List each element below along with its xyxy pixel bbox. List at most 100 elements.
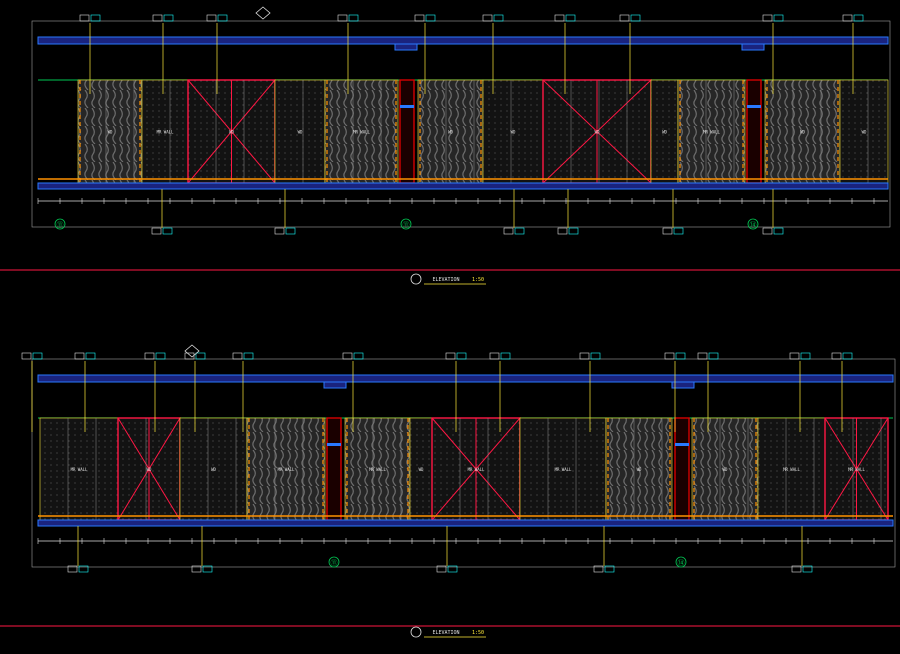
panel-label: WD bbox=[662, 130, 667, 135]
view-title: ELEVATION bbox=[432, 630, 459, 636]
tag-box bbox=[163, 14, 174, 22]
grid-bubble-label: ⑪ bbox=[57, 221, 64, 229]
tag-box bbox=[664, 352, 675, 360]
tag-box bbox=[590, 352, 601, 360]
panel-label: MR WALL bbox=[71, 467, 88, 472]
tag-box bbox=[162, 227, 173, 235]
tag-box bbox=[773, 227, 784, 235]
tag-box bbox=[673, 227, 684, 235]
panel-label: WD bbox=[511, 130, 516, 135]
tag-box bbox=[232, 352, 243, 360]
panel-label: MR WALL bbox=[353, 130, 370, 135]
wall-panel bbox=[605, 417, 673, 521]
tag-box bbox=[762, 227, 773, 235]
tag-box bbox=[482, 14, 493, 22]
tag-box bbox=[593, 565, 604, 573]
panel-label: MR WALL bbox=[783, 467, 800, 472]
ceiling-slab bbox=[37, 36, 889, 45]
panel-label: MR WALL bbox=[848, 467, 865, 472]
tag-box bbox=[155, 352, 166, 360]
tag-box bbox=[74, 352, 85, 360]
tag-box bbox=[85, 352, 96, 360]
tag-box bbox=[445, 352, 456, 360]
tag-box bbox=[579, 352, 590, 360]
tag-box bbox=[79, 14, 90, 22]
tag-box bbox=[853, 14, 864, 22]
beam-drop bbox=[741, 43, 765, 51]
tag-box bbox=[697, 352, 708, 360]
wall-panel bbox=[344, 417, 411, 521]
tag-box bbox=[630, 14, 641, 22]
tag-box bbox=[789, 352, 800, 360]
wall-panel bbox=[691, 417, 759, 521]
ceiling-slab bbox=[37, 374, 894, 383]
tag-box bbox=[493, 14, 504, 22]
tag-box bbox=[191, 565, 202, 573]
panel-label: WD bbox=[108, 130, 113, 135]
floor-slab bbox=[37, 519, 894, 527]
grid-bubble-label: ⑪ bbox=[331, 559, 338, 567]
tag-box bbox=[414, 14, 425, 22]
tag-box bbox=[604, 565, 615, 573]
tag-box bbox=[32, 352, 43, 360]
panel-label: WD bbox=[419, 467, 424, 472]
tag-box bbox=[568, 227, 579, 235]
panel-label: WD bbox=[595, 130, 600, 135]
title-bubble bbox=[410, 273, 422, 285]
divider-band bbox=[747, 105, 761, 108]
tag-box bbox=[353, 352, 364, 360]
mirror-lines bbox=[431, 417, 521, 521]
view-title: ELEVATION bbox=[432, 277, 459, 283]
wall-panel bbox=[650, 79, 679, 184]
tag-box bbox=[842, 14, 853, 22]
top-elevation-view bbox=[0, 6, 900, 285]
grid-bubble-label: ⑭ bbox=[750, 221, 757, 229]
tag-box bbox=[500, 352, 511, 360]
panel-label: WD bbox=[211, 467, 216, 472]
divider-band bbox=[327, 443, 341, 446]
red-divider bbox=[399, 79, 415, 184]
mirror-lines bbox=[117, 417, 181, 521]
tag-box bbox=[791, 565, 802, 573]
tag-box bbox=[152, 14, 163, 22]
grid-bubble bbox=[328, 556, 340, 568]
tag-box bbox=[342, 352, 353, 360]
panel-label: WD bbox=[448, 130, 453, 135]
grid-bubble bbox=[675, 556, 687, 568]
red-divider bbox=[674, 417, 690, 521]
mirror-lines bbox=[824, 417, 889, 521]
panel-label: MR WALL bbox=[703, 130, 720, 135]
tag-box bbox=[619, 14, 630, 22]
tag-box bbox=[802, 565, 813, 573]
mirror-lines bbox=[542, 79, 652, 184]
view-scale: 1:50 bbox=[472, 630, 484, 636]
tag-box bbox=[184, 352, 195, 360]
tag-box bbox=[762, 14, 773, 22]
grid-bubble-label: ⑪ bbox=[403, 221, 410, 229]
tag-box bbox=[565, 14, 576, 22]
tag-box bbox=[842, 352, 853, 360]
tag-box bbox=[274, 227, 285, 235]
tag-box bbox=[831, 352, 842, 360]
grid-bubble-label: ⑭ bbox=[678, 559, 685, 567]
section-marker bbox=[184, 344, 200, 358]
title-bubble bbox=[410, 626, 422, 638]
floor-slab bbox=[37, 182, 889, 190]
tag-box bbox=[243, 352, 254, 360]
tag-box bbox=[489, 352, 500, 360]
panel-label: WD bbox=[723, 467, 728, 472]
grid-bubble bbox=[54, 218, 66, 230]
tag-box bbox=[151, 227, 162, 235]
tag-box bbox=[78, 565, 89, 573]
tag-box bbox=[425, 14, 436, 22]
tag-box bbox=[217, 14, 228, 22]
panel-label: MR WALL bbox=[468, 467, 485, 472]
wall-panel bbox=[274, 79, 326, 184]
tag-box bbox=[514, 227, 525, 235]
tag-box bbox=[447, 565, 458, 573]
wall-panel bbox=[764, 79, 841, 184]
red-divider bbox=[326, 417, 342, 521]
bottom-elevation-view bbox=[0, 344, 900, 638]
